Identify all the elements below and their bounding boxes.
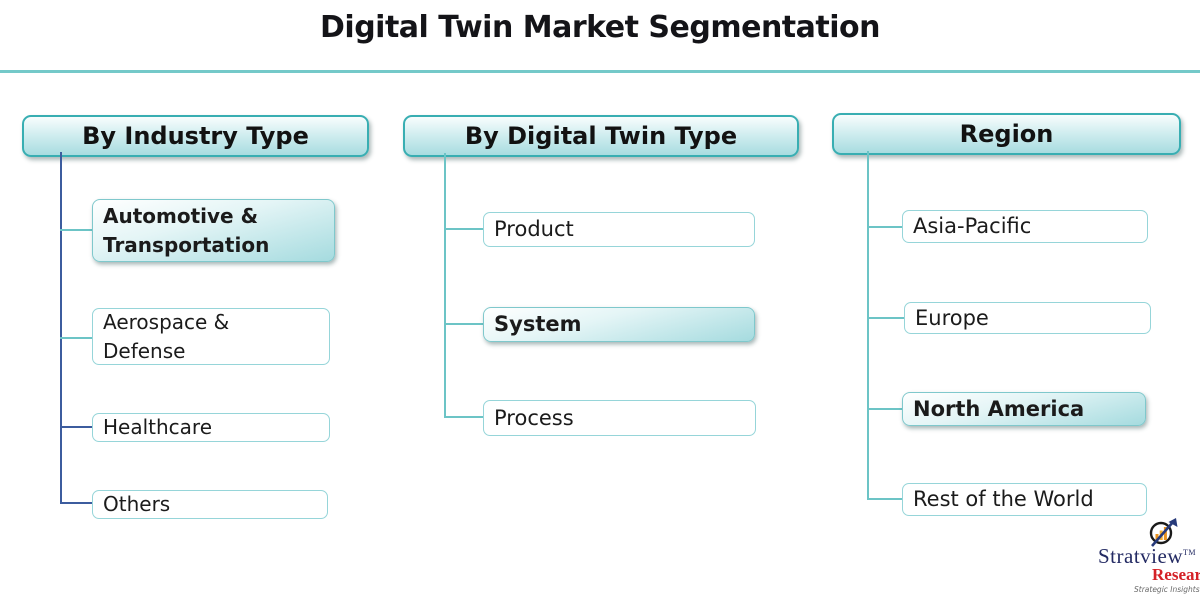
connector-line xyxy=(444,416,483,418)
segment-item-europe: Europe xyxy=(904,302,1151,334)
logo-brand-name-2: Research xyxy=(1152,565,1200,584)
segment-item-label: Asia-Pacific xyxy=(913,214,1032,239)
logo-tagline: Strategic Insights Delivered xyxy=(1134,585,1200,594)
connector-line xyxy=(60,502,92,504)
segment-item-automotive-transportation: Automotive & Transportation xyxy=(92,199,335,262)
segment-item-north-america: North America xyxy=(902,392,1146,426)
segment-item-label: Rest of the World xyxy=(913,487,1094,512)
segment-item-asia-pacific: Asia-Pacific xyxy=(902,210,1148,243)
connector-line xyxy=(60,337,92,339)
column-header-label: By Digital Twin Type xyxy=(464,122,738,150)
column-header-industry-type: By Industry Type xyxy=(22,115,369,157)
segment-item-others: Others xyxy=(92,490,328,519)
segment-item-label: Others xyxy=(103,492,171,516)
segment-item-aerospace-defense: Aerospace & Defense xyxy=(92,308,330,365)
segment-item-process: Process xyxy=(483,400,756,436)
segment-item-label: System xyxy=(494,312,582,337)
growth-chart-icon xyxy=(1149,518,1178,547)
connector-line xyxy=(444,228,483,230)
connector-line xyxy=(60,152,62,504)
segment-item-system: System xyxy=(483,307,755,342)
segment-item-label: Europe xyxy=(915,305,989,330)
segment-item-label: Automotive & Transportation xyxy=(103,203,270,257)
connector-line xyxy=(444,323,483,325)
column-header-label: By Industry Type xyxy=(82,122,309,150)
segment-item-label: Healthcare xyxy=(103,415,213,439)
segment-item-healthcare: Healthcare xyxy=(92,413,330,442)
segment-item-label: Product xyxy=(494,217,574,242)
trademark-symbol: TM xyxy=(1182,548,1196,557)
segment-item-label: Aerospace & Defense xyxy=(103,309,230,363)
stratview-research-logo: StratviewTM Research Strategic Insights … xyxy=(1098,512,1200,597)
connector-line xyxy=(60,426,93,428)
connector-line xyxy=(867,408,902,410)
segment-item-label: Process xyxy=(494,405,574,430)
connector-line xyxy=(867,226,902,228)
title-divider-line xyxy=(0,70,1200,73)
connector-line xyxy=(867,498,902,500)
column-header-region: Region xyxy=(832,113,1181,155)
connector-line xyxy=(444,153,446,417)
column-header-digital-twin-type: By Digital Twin Type xyxy=(403,115,799,157)
logo-brand-text: Stratview xyxy=(1098,544,1183,568)
segment-item-product: Product xyxy=(483,212,755,247)
connector-line xyxy=(867,317,904,319)
logo-brand-name: StratviewTM xyxy=(1098,544,1196,569)
connector-line xyxy=(60,229,92,231)
segment-item-label: North America xyxy=(913,396,1085,421)
column-header-label: Region xyxy=(959,120,1054,148)
page-title: Digital Twin Market Segmentation xyxy=(320,10,880,45)
connector-line xyxy=(867,151,869,499)
segment-item-rest-of-world: Rest of the World xyxy=(902,483,1147,516)
